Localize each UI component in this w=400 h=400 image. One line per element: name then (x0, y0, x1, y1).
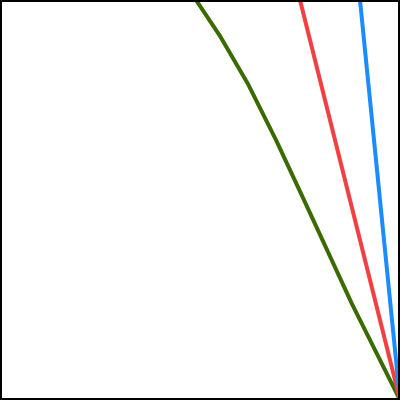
series-line-1 (194, 1, 399, 399)
series-line-2 (298, 1, 399, 399)
series-line-3 (358, 1, 399, 399)
